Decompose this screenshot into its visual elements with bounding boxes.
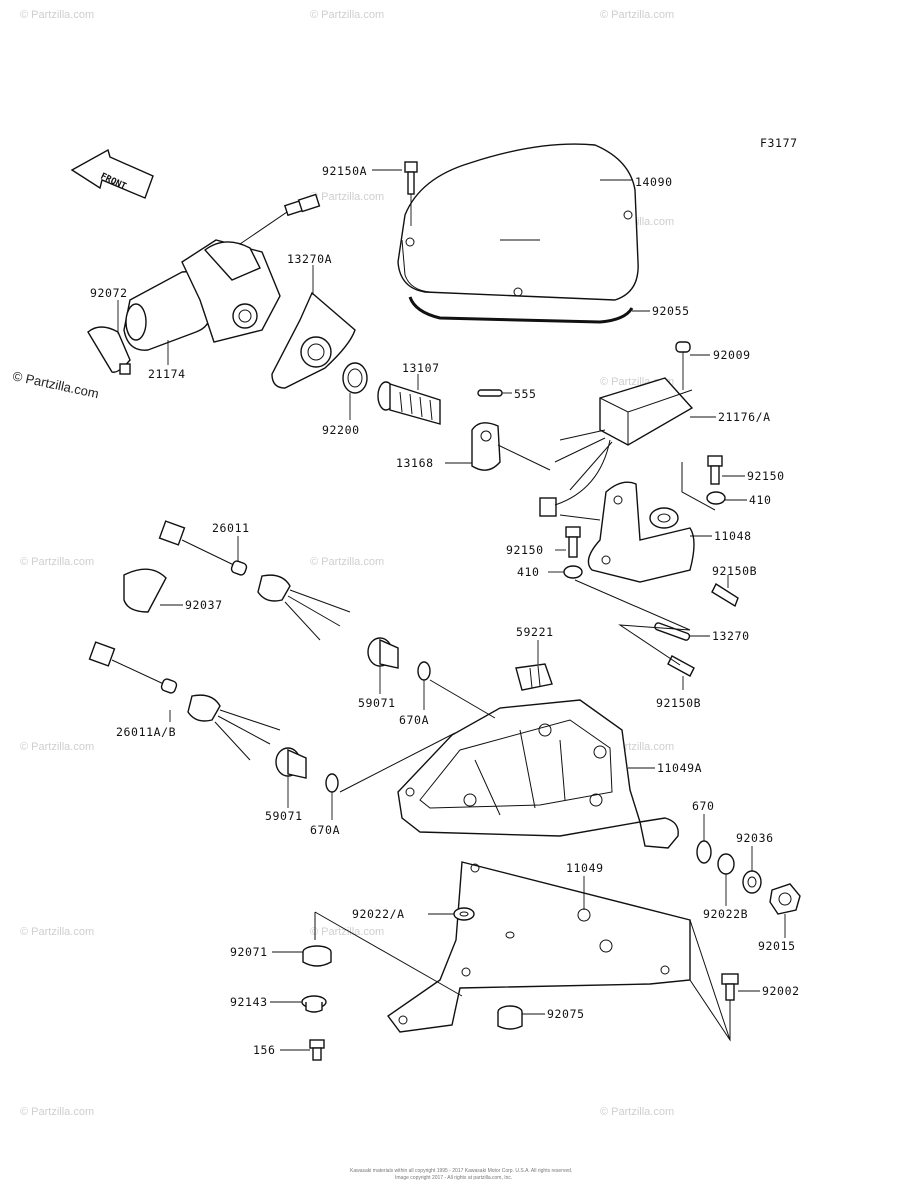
oring-670	[696, 840, 712, 864]
band-92037	[123, 568, 167, 613]
label-13270A: 13270A	[287, 252, 332, 266]
ring-92200	[342, 362, 368, 394]
label-59071: 59071	[358, 696, 396, 710]
watermark: © Partzilla.com	[310, 9, 384, 21]
watermark: © Partzilla.com	[20, 9, 94, 21]
watermark: © Partzilla.com	[20, 556, 94, 568]
gasket-92055	[408, 296, 634, 324]
damper-92075	[497, 1005, 523, 1030]
bracket-11048	[587, 481, 695, 583]
footer-image-copyright: Image copyright 2017 - All rights at par…	[395, 1175, 512, 1181]
washer-92036	[742, 870, 762, 894]
shaft-13107	[377, 381, 441, 425]
washer-92022A	[453, 907, 475, 921]
label-26011: 26011	[212, 521, 250, 535]
pin-555	[477, 389, 503, 397]
part-labels: 92150A 14090 13270A 92072 21174 92055 92…	[90, 164, 800, 1057]
nut-92015	[769, 883, 801, 915]
label-670A: 670A	[399, 713, 429, 727]
label-13270: 13270	[712, 629, 750, 643]
label-92075: 92075	[547, 1007, 585, 1021]
case-11049A	[397, 699, 679, 849]
label-92015: 92015	[758, 939, 796, 953]
label-92002: 92002	[762, 984, 800, 998]
label-13168: 13168	[396, 456, 434, 470]
label-92037: 92037	[185, 598, 223, 612]
label-92150-b: 92150	[506, 543, 544, 557]
watermark: © Partzilla.com	[20, 741, 94, 753]
label-555: 555	[514, 387, 537, 401]
leader-lines	[117, 169, 786, 1051]
label-11049: 11049	[566, 861, 604, 875]
label-92200: 92200	[322, 423, 360, 437]
label-92055: 92055	[652, 304, 690, 318]
screw-92009	[675, 341, 691, 390]
watermark: © Partzilla.com	[20, 1106, 94, 1118]
plug-59071	[367, 637, 399, 669]
label-92009: 92009	[713, 348, 751, 362]
plate-11049	[387, 861, 691, 1033]
footer-copyright: Kawasaki materials within all copyright …	[350, 1168, 572, 1174]
plate-13270A	[271, 291, 356, 389]
harness-26011	[158, 520, 351, 641]
watermark: © Partzilla.com	[20, 926, 94, 938]
label-670: 670	[692, 799, 715, 813]
motor-21174	[123, 193, 321, 351]
watermark: © Partzilla.com	[310, 926, 384, 938]
label-13107: 13107	[402, 361, 440, 375]
figure-code: F3177	[760, 136, 798, 150]
label-410-b: 410	[517, 565, 540, 579]
label-92036: 92036	[736, 831, 774, 845]
plug-59071-b	[275, 747, 307, 779]
front-arrow-icon: FRONT	[70, 148, 154, 199]
oring-670A-b	[325, 773, 339, 793]
label-14090: 14090	[635, 175, 673, 189]
label-11049A: 11049A	[657, 761, 702, 775]
collar-92143	[301, 995, 327, 1013]
controller-21176A	[539, 377, 694, 517]
bolt-92150A	[404, 161, 418, 226]
cover-14090	[397, 143, 639, 301]
label-410: 410	[749, 493, 772, 507]
label-156: 156	[253, 1043, 276, 1057]
label-92150B-b: 92150B	[656, 696, 701, 710]
label-59071-b: 59071	[265, 809, 303, 823]
label-92143: 92143	[230, 995, 268, 1009]
bolt-92150-b	[563, 526, 583, 579]
oring-670A	[417, 661, 431, 681]
watermark: © Partzilla.com	[310, 191, 384, 203]
watermark: © Partzilla.com	[600, 1106, 674, 1118]
label-59221: 59221	[516, 625, 554, 639]
lever-13168	[471, 422, 551, 471]
band-92072	[87, 326, 131, 375]
label-92072: 92072	[90, 286, 128, 300]
label-670A-b: 670A	[310, 823, 340, 837]
connector-59221	[515, 663, 553, 691]
bolt-92002	[721, 973, 739, 1001]
bolt-92150	[706, 455, 726, 505]
harness-26011AB	[88, 641, 281, 761]
bolt-92150B	[711, 582, 739, 608]
watermark-main: © Partzilla.com	[11, 368, 100, 401]
label-92022B: 92022B	[703, 907, 748, 921]
watermark: © Partzilla.com	[600, 9, 674, 21]
label-21176A: 21176/A	[718, 410, 771, 424]
washer-92022B	[717, 853, 735, 875]
label-92150A: 92150A	[322, 164, 367, 178]
label-21174: 21174	[148, 367, 186, 381]
key-13270	[654, 622, 691, 641]
label-26011AB: 26011A/B	[116, 725, 176, 739]
label-92150B: 92150B	[712, 564, 757, 578]
label-92071: 92071	[230, 945, 268, 959]
label-92150: 92150	[747, 469, 785, 483]
label-11048: 11048	[714, 529, 752, 543]
label-92022A: 92022/A	[352, 907, 405, 921]
rubber-92071	[302, 945, 332, 967]
watermark: © Partzilla.com	[310, 556, 384, 568]
screw-156	[309, 1039, 325, 1061]
